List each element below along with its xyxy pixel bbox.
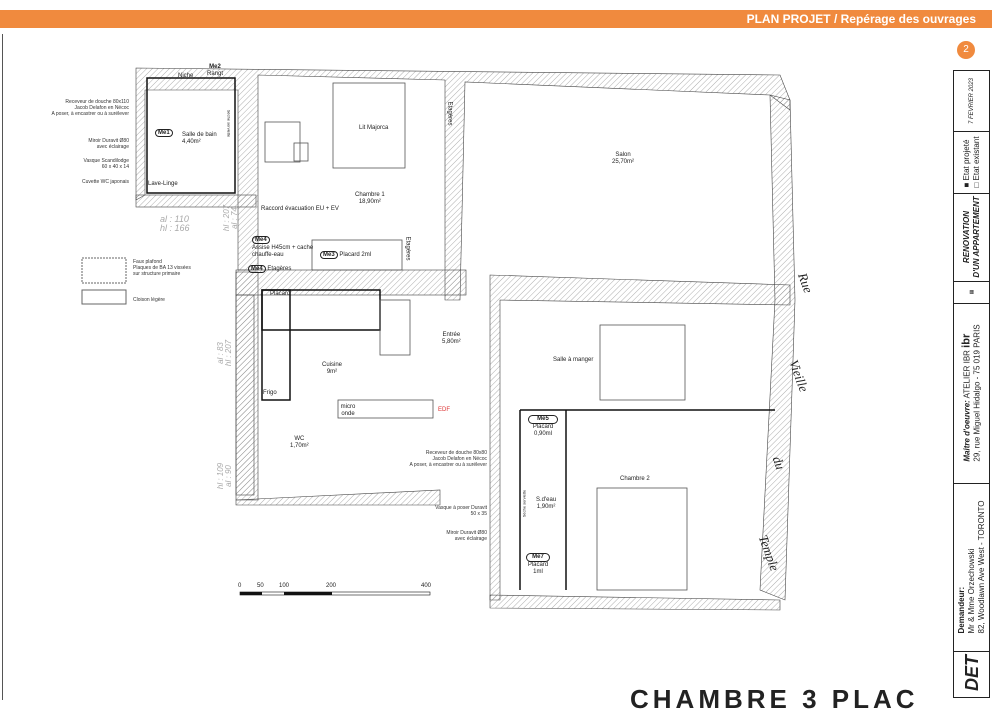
legend-cloison-swatch — [81, 289, 127, 305]
label-raccord: Raccord évacuation EU + EV — [261, 206, 339, 212]
label-etageres: Etagères — [446, 101, 453, 126]
partitions — [146, 77, 775, 590]
meuble-me3: Me3 — [320, 251, 338, 259]
header-bar: PLAN PROJET / Repérage des ouvrages — [0, 10, 992, 28]
legend-faux-plafond: Faux plafond Plaques de BA 13 vissées su… — [133, 259, 191, 277]
page-title: PLAN PROJET / Repérage des ouvrages — [746, 12, 976, 26]
note-receveur-2: Receveur de douche 80x80 Jacob Delafon e… — [409, 450, 487, 468]
title-block: 7 FEVRIER 2023 ■ Etat projeté□ Etat exis… — [953, 70, 990, 698]
floor-plan — [81, 67, 796, 611]
scale-tick-100: 100 — [279, 583, 290, 589]
note-miroir: Miroir Duravit Ø80 avec éclairage — [88, 138, 129, 150]
note-vasque-2: Vasque à poser Duravit 50 x 35 — [435, 505, 487, 517]
scale-tick-200: 200 — [326, 583, 337, 589]
legend-faux-plafond-swatch — [81, 257, 127, 284]
tb-logo-small: ▦ — [954, 281, 989, 304]
furniture-outlines — [264, 82, 688, 591]
tb-date: 7 FEVRIER 2023 — [954, 71, 989, 132]
label-placard: Placard — [270, 291, 291, 297]
scale-tick-400: 400 — [421, 583, 432, 589]
label-frigo: Frigo — [263, 390, 277, 396]
note-receveur: Receveur de douche 80x110 Jacob Delafon … — [51, 99, 129, 117]
room-salle-a-manger: Salle à manger — [553, 357, 594, 363]
meuble-me4-tag: Me4 — [252, 236, 270, 244]
legend-cloison: Cloison légère — [133, 297, 165, 303]
label-edf: EDF — [438, 407, 450, 413]
note-cuvette: Cuvette WC japonais — [82, 179, 129, 185]
scale-bar — [239, 591, 431, 596]
label-seche-serviette-2: Sèche serviette — [521, 489, 527, 518]
walls — [135, 67, 796, 611]
height-note-2: hl : 207 al : 74 — [222, 204, 240, 232]
note-miroir-2: Miroir Duravit Ø80 avec éclairage — [446, 530, 487, 542]
scale-tick-50: 50 — [257, 583, 264, 589]
label-assise: Assise H45cm + cache chauffe-eau — [252, 245, 314, 258]
height-note-3: al : 83 hl : 207 — [216, 339, 234, 367]
label-lave-linge: Lave-Linge — [148, 181, 178, 187]
meuble-me4: Me4 — [248, 265, 266, 273]
note-vasque: Vasque Scandilodge 60 x 40 x 14 — [83, 158, 130, 170]
height-note-1: al : 110 hl : 166 — [160, 214, 190, 233]
label-niche: Niche — [178, 73, 194, 79]
label-placard-2ml: Placard 2ml — [339, 252, 372, 258]
room-chambre-2: Chambre 2 — [620, 476, 650, 482]
meuble-me1: Me1 — [155, 129, 173, 137]
scale-tick-0: 0 — [238, 583, 242, 589]
label-seche-serviette: Sèche serviette — [226, 109, 232, 138]
height-note-4: hl : 109 al : 90 — [216, 462, 234, 490]
label-bed: Lit Majorca — [359, 125, 389, 131]
label-etageres-2: Etagères — [404, 236, 411, 261]
tb-legend: ■ Etat projeté□ Etat existant — [954, 131, 989, 194]
label-micro-onde: micro onde — [340, 404, 356, 417]
page-number: 2 — [957, 41, 975, 59]
frame-line — [2, 34, 3, 700]
